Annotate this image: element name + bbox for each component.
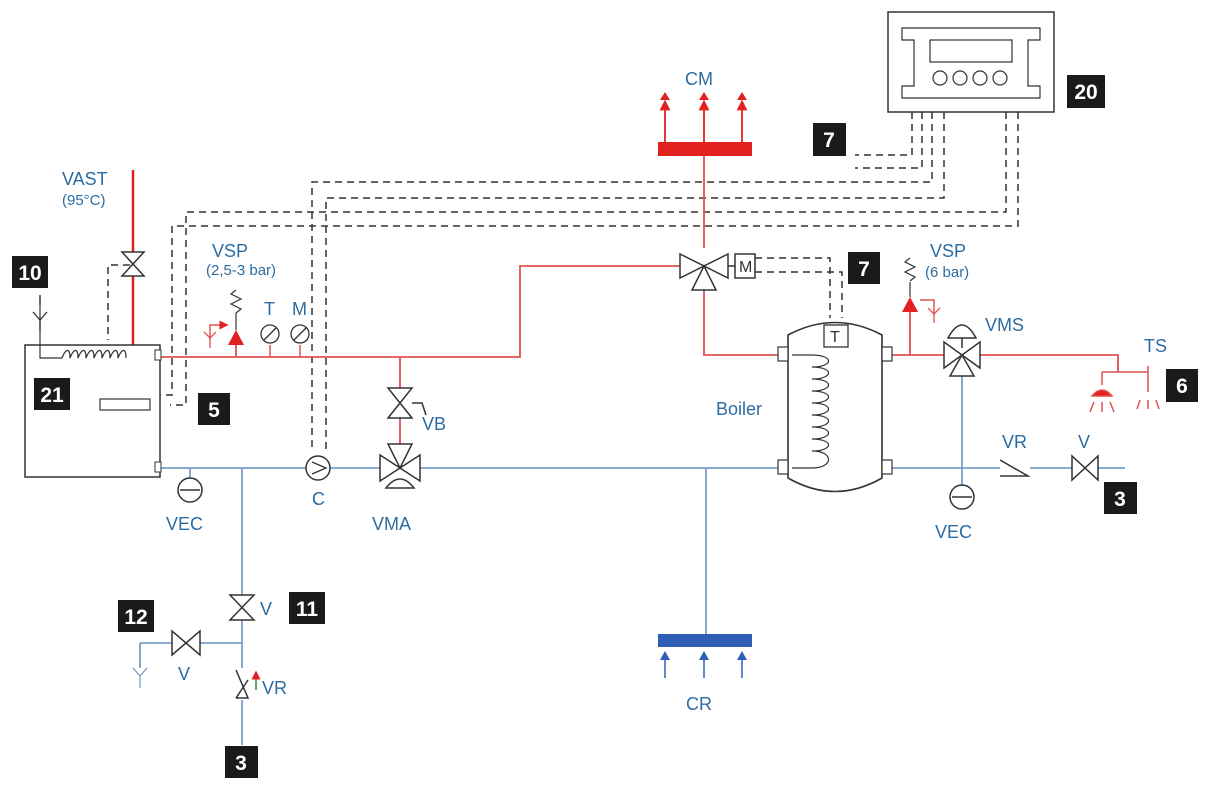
- label-v-right: V: [1078, 432, 1090, 452]
- label-vr-right: VR: [1002, 432, 1027, 452]
- label-cm: CM: [685, 69, 713, 89]
- label-vsp-left-pressure: (2,5-3 bar): [206, 262, 276, 279]
- heat-source-21: [24, 295, 162, 478]
- label-sensor: T: [830, 329, 840, 346]
- svg-text:6: 6: [1176, 375, 1188, 398]
- badge-6: 6: [1166, 369, 1198, 402]
- controller-panel-icon: [887, 11, 1055, 113]
- check-valve-right-icon: [999, 459, 1031, 477]
- svg-text:7: 7: [823, 129, 835, 152]
- label-motor: M: [739, 259, 752, 276]
- label-pump: C: [312, 489, 325, 509]
- badge-20: 20: [1067, 75, 1105, 108]
- label-vec-left: VEC: [166, 514, 203, 534]
- badge-5: 5: [198, 393, 230, 425]
- svg-text:11: 11: [296, 598, 319, 621]
- label-vb: VB: [422, 414, 446, 434]
- storage-boiler: [777, 321, 893, 493]
- drain-funnel-icon: [132, 667, 148, 688]
- badge-7-mid: 7: [848, 252, 880, 284]
- label-vr-left: VR: [262, 678, 287, 698]
- label-vms: VMS: [985, 315, 1024, 335]
- badge-10: 10: [12, 256, 48, 288]
- svg-text:3: 3: [235, 752, 247, 775]
- motorized-three-way-valve-icon: [679, 252, 756, 291]
- label-boiler: Boiler: [716, 399, 762, 419]
- shower-head-icon: [1089, 366, 1160, 413]
- controller-display: [929, 39, 1013, 63]
- label-vsp-right: VSP: [930, 241, 966, 261]
- control-wiring: [107, 112, 1019, 450]
- tank-sensor-box: [823, 324, 849, 348]
- expansion-vessel-right-icon: [949, 484, 975, 510]
- label-manometer: M: [292, 299, 307, 319]
- label-vast-temp: (95°C): [62, 192, 106, 209]
- valve-v-drain-icon: [171, 629, 201, 657]
- label-v-supply: V: [260, 599, 272, 619]
- cold-piping: [139, 370, 1125, 745]
- label-vec-right: VEC: [935, 522, 972, 542]
- burner-element: [99, 398, 151, 411]
- label-vsp-right-pressure: (6 bar): [925, 264, 969, 281]
- label-thermometer: T: [264, 299, 275, 319]
- badge-3-right: 3: [1104, 482, 1137, 514]
- motor-box: [734, 253, 756, 279]
- badge-11: 11: [289, 592, 325, 624]
- badge-21: 21: [34, 378, 70, 410]
- svg-text:3: 3: [1114, 488, 1126, 511]
- label-v-drain: V: [178, 664, 190, 684]
- svg-text:7: 7: [858, 258, 870, 281]
- svg-text:20: 20: [1074, 81, 1097, 104]
- label-cr: CR: [686, 694, 712, 714]
- vast-valve-icon: [120, 251, 146, 277]
- badges: 20 7 7 10 21 5 6 3: [12, 75, 1198, 778]
- badge-12: 12: [118, 600, 154, 632]
- valve-v-supply-icon: [228, 594, 256, 621]
- safety-valve-right-icon: [902, 257, 941, 323]
- label-ts: TS: [1144, 336, 1167, 356]
- label-vsp-left: VSP: [212, 241, 248, 261]
- expansion-vessel-left-icon: [177, 477, 203, 503]
- hot-piping: [131, 150, 1119, 460]
- check-valve-left-icon: [235, 669, 261, 699]
- labels: VAST (95°C) VSP (2,5-3 bar) T M CM CR VB…: [62, 69, 1167, 714]
- vb-valve-icon: [386, 387, 427, 419]
- safety-valve-left-icon: [203, 289, 244, 357]
- svg-text:21: 21: [40, 384, 64, 407]
- badge-3-bottom: 3: [225, 746, 258, 778]
- valve-v-right-icon: [1071, 454, 1099, 482]
- svg-text:12: 12: [124, 606, 147, 629]
- drain-funnel-icon: [32, 295, 48, 330]
- circulation-pump-icon: [305, 455, 331, 481]
- badge-7-top: 7: [813, 123, 846, 156]
- svg-text:5: 5: [208, 399, 220, 422]
- svg-text:10: 10: [18, 262, 41, 285]
- tank-coil: [811, 354, 830, 469]
- hot-collector-cm: [658, 92, 752, 156]
- gauge-icon: [260, 324, 310, 357]
- label-vma: VMA: [372, 514, 411, 534]
- vms-mixing-valve-icon: [943, 324, 981, 377]
- cold-collector-cr: [658, 634, 752, 678]
- vma-three-way-valve-icon: [379, 443, 421, 489]
- label-vast: VAST: [62, 169, 108, 189]
